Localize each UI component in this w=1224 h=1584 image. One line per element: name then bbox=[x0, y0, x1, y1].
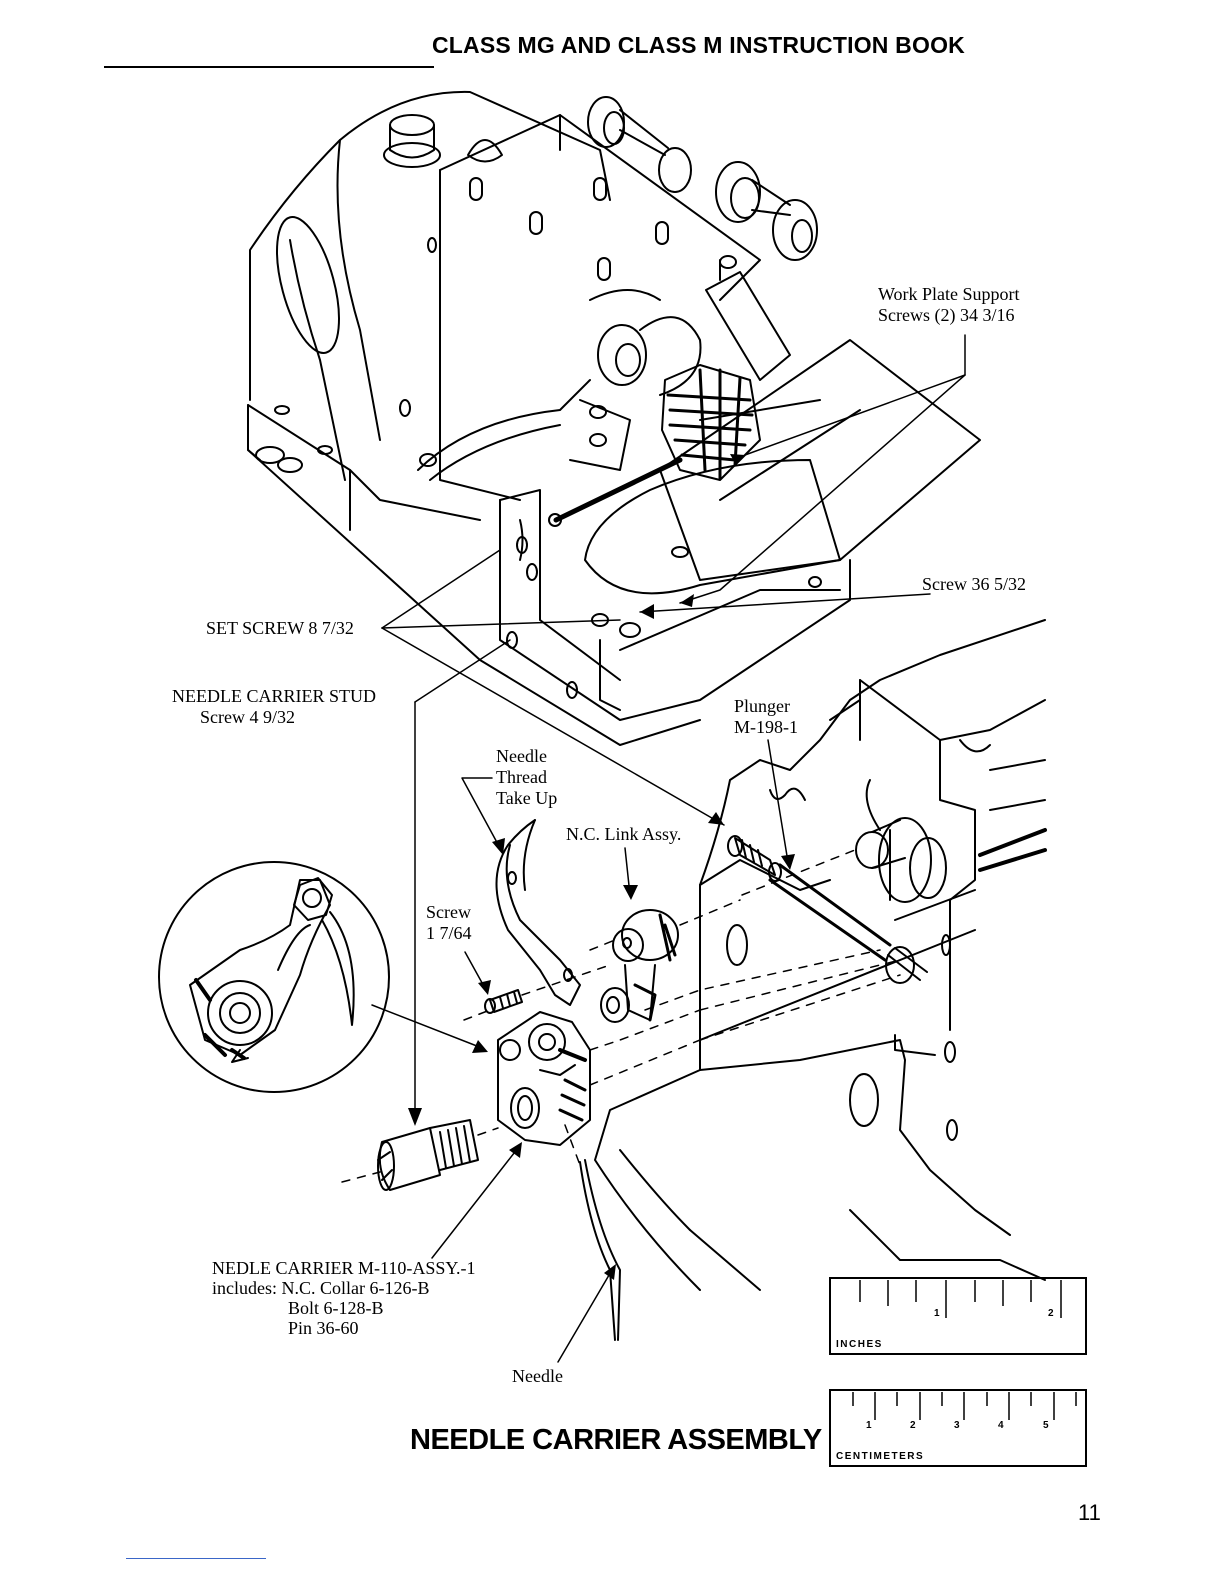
label-nedle-carrier-line1: NEDLE CARRIER M-110-ASSY.-1 bbox=[212, 1258, 476, 1278]
ruler-inches-label: INCHES bbox=[836, 1339, 883, 1350]
needle-carrier-stud bbox=[377, 1119, 479, 1191]
ruler-inches bbox=[829, 1277, 1087, 1355]
ruler-cm-tick-1: 1 bbox=[866, 1420, 872, 1431]
label-plunger-line1: Plunger bbox=[734, 696, 790, 716]
ruler-cm-tick-2: 2 bbox=[910, 1420, 916, 1431]
label-screw-1-line1: Screw bbox=[426, 902, 471, 922]
needle-part bbox=[579, 1159, 621, 1341]
needle-thread-take-up bbox=[495, 819, 581, 1006]
label-nedle-carrier-line4: Pin 36-60 bbox=[288, 1318, 359, 1338]
label-work-plate-line1: Work Plate Support bbox=[878, 284, 1020, 304]
page-number: 11 bbox=[1078, 1500, 1101, 1525]
label-work-plate-support: Work Plate Support Screws (2) 34 3/16 bbox=[878, 284, 1020, 326]
label-plunger: Plunger M-198-1 bbox=[734, 696, 798, 738]
screw-small bbox=[484, 989, 523, 1014]
ruler-centimeters bbox=[829, 1389, 1087, 1467]
label-nedle-carrier: NEDLE CARRIER M-110-ASSY.-1 includes: N.… bbox=[212, 1258, 476, 1338]
ruler-cm-tick-3: 3 bbox=[954, 1420, 960, 1431]
label-needle-carrier-stud: NEEDLE CARRIER STUD Screw 4 9/32 bbox=[172, 686, 376, 728]
machine-casting-lower bbox=[594, 619, 1047, 1291]
needle-carrier-body bbox=[497, 1011, 591, 1146]
label-screw-1: Screw 1 7/64 bbox=[426, 902, 472, 944]
label-set-screw: SET SCREW 8 7/32 bbox=[206, 618, 354, 638]
label-needle-thread-take-up: Needle Thread Take Up bbox=[496, 746, 557, 809]
label-needle-thread-line2: Thread bbox=[496, 767, 547, 787]
machine-body-upper bbox=[249, 90, 818, 501]
leader-lines bbox=[371, 334, 966, 1363]
footer-link-underline bbox=[126, 1558, 266, 1559]
detail-circle bbox=[158, 861, 390, 1093]
arrowheads bbox=[408, 454, 795, 1280]
label-plunger-line2: M-198-1 bbox=[734, 717, 798, 737]
assembly-dashed-lines bbox=[341, 847, 901, 1183]
figure-caption: NEEDLE CARRIER ASSEMBLY bbox=[410, 1424, 822, 1456]
ruler-inches-tick-1: 1 bbox=[934, 1308, 940, 1319]
header-rule bbox=[104, 66, 434, 68]
ruler-centimeters-label: CENTIMETERS bbox=[836, 1451, 924, 1462]
label-nedle-carrier-line2: includes: N.C. Collar 6-126-B bbox=[212, 1278, 430, 1298]
plunger-parts bbox=[727, 835, 928, 984]
label-screw-36: Screw 36 5/32 bbox=[922, 574, 1026, 594]
label-stud-line1: NEEDLE CARRIER STUD bbox=[172, 686, 376, 706]
label-screw-1-line2: 1 7/64 bbox=[426, 923, 472, 943]
machine-base-plate bbox=[247, 339, 981, 746]
label-needle-thread-line1: Needle bbox=[496, 746, 547, 766]
label-nedle-carrier-line3: Bolt 6-128-B bbox=[288, 1298, 384, 1318]
label-needle: Needle bbox=[512, 1366, 563, 1386]
ruler-inches-tick-2: 2 bbox=[1048, 1308, 1054, 1319]
label-work-plate-line2: Screws (2) 34 3/16 bbox=[878, 305, 1015, 325]
label-needle-thread-line3: Take Up bbox=[496, 788, 558, 808]
label-nc-link-assy: N.C. Link Assy. bbox=[566, 824, 682, 844]
label-stud-line2: Screw 4 9/32 bbox=[200, 707, 295, 727]
ruler-cm-tick-4: 4 bbox=[998, 1420, 1004, 1431]
nc-link-assy bbox=[600, 909, 679, 1023]
page-header-title: CLASS MG AND CLASS M INSTRUCTION BOOK bbox=[432, 32, 965, 58]
ruler-cm-tick-5: 5 bbox=[1043, 1420, 1049, 1431]
